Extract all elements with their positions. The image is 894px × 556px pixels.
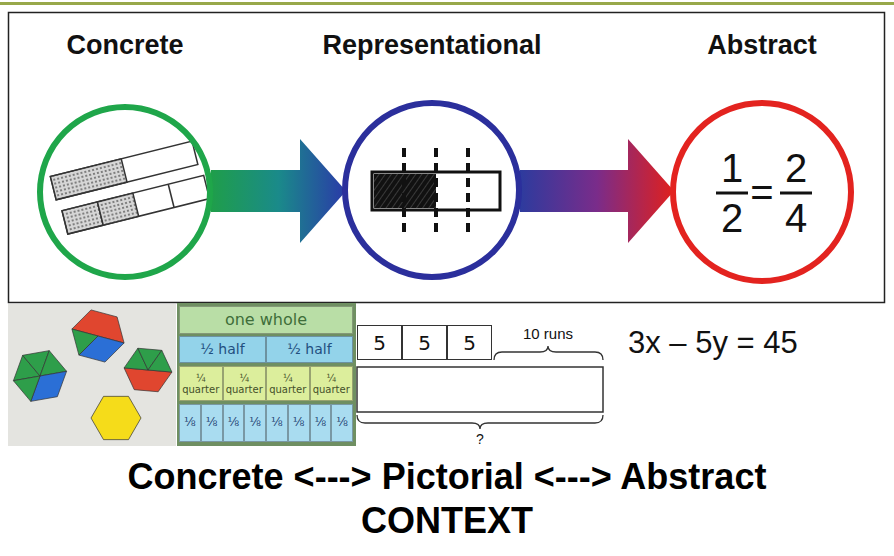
stage-heading: Representational <box>232 28 632 62</box>
strip-label: ⅛ <box>315 416 327 429</box>
half-strip: ½ half <box>179 336 266 363</box>
fraction-digit: 2 <box>776 146 816 190</box>
quarter-strip: ¼ quarter <box>266 366 310 401</box>
eighth-strip: ⅛ <box>288 404 310 442</box>
strip-label: one whole <box>225 311 307 329</box>
bar-value: 5 <box>418 332 431 354</box>
quarter-bar <box>62 175 209 234</box>
abstract-circle: Abstract12=24 <box>670 100 854 284</box>
bar-value: 5 <box>463 332 476 354</box>
strip-label: ⅛ <box>293 416 305 429</box>
block-arrow <box>211 139 346 243</box>
concrete-circle: Concrete <box>37 104 213 280</box>
equals-sign: = <box>742 170 782 214</box>
pattern-block <box>13 376 40 401</box>
fraction-digit: 4 <box>776 196 816 240</box>
divider <box>168 184 174 207</box>
photo-ground <box>177 303 356 446</box>
eighth-strip: ⅛ <box>331 404 353 442</box>
pattern-block <box>91 396 141 439</box>
strip-label: ⅛ <box>184 416 196 429</box>
dashed-divider <box>434 148 438 234</box>
eighth-strip: ⅛ <box>310 404 332 442</box>
half-strip: ½ half <box>266 336 353 363</box>
strip-label: ¼ quarter <box>181 373 221 395</box>
circle-outline <box>342 100 522 280</box>
dashed-divider <box>466 148 470 234</box>
circle-outline <box>673 103 851 281</box>
eighth-strip: ⅛ <box>201 404 223 442</box>
fraction-bar <box>780 192 812 195</box>
sketch <box>372 148 500 234</box>
dashed-divider <box>402 148 406 234</box>
top-rule <box>0 2 894 5</box>
whole-strip: one whole <box>179 306 353 334</box>
bar-value: 5 <box>373 332 386 354</box>
representational-circle: Representational <box>342 100 522 280</box>
fraction-bar <box>716 192 748 195</box>
strip-label: ½ half <box>287 342 331 357</box>
brace <box>494 346 603 360</box>
strip-label: ⅛ <box>336 416 348 429</box>
shaded-half <box>50 159 127 200</box>
eighth-strip: ⅛ <box>179 404 201 442</box>
strip-label: ⅛ <box>228 416 240 429</box>
brace <box>357 415 603 429</box>
block-arrow <box>520 139 674 243</box>
strip-label: ⅛ <box>206 416 218 429</box>
strip-label: ⅛ <box>271 416 283 429</box>
bar-unit-box: 5 <box>402 325 447 360</box>
strip-label: ¼ quarter <box>268 373 308 395</box>
quarter-strip: ¼ quarter <box>179 366 223 401</box>
sequence-caption: Concrete <---> Pictorial <---> Abstract <box>0 456 894 498</box>
bar-unit-box: 5 <box>447 325 492 360</box>
eighth-strip: ⅛ <box>223 404 245 442</box>
fraction-digit: 2 <box>712 196 752 240</box>
strip-label: ¼ quarter <box>312 373 352 395</box>
stage-heading: Abstract <box>562 28 894 62</box>
bar-label: 10 runs <box>500 324 596 344</box>
fraction-digit: 1 <box>712 146 752 190</box>
strip-label: ¼ quarter <box>225 373 265 395</box>
circle-outline <box>40 107 210 277</box>
equation: 3x – 5y = 45 <box>628 322 890 364</box>
quarter-strip: ¼ quarter <box>310 366 354 401</box>
shaded-quarter <box>62 202 103 234</box>
pattern-blocks <box>13 310 171 440</box>
eighth-strip: ⅛ <box>266 404 288 442</box>
context-caption: CONTEXT <box>0 500 894 542</box>
shaded-quarter <box>97 193 138 225</box>
stage-heading: Concrete <box>0 28 325 62</box>
sketch-bar <box>372 172 500 210</box>
fraction-bars <box>50 140 209 234</box>
circle-outline <box>345 103 519 277</box>
photo-ground <box>8 304 176 446</box>
bar-total-box <box>357 367 603 412</box>
pattern-block <box>148 350 172 372</box>
strip-label: ½ half <box>200 342 244 357</box>
strip-label: ⅛ <box>249 416 261 429</box>
unknown-mark: ? <box>470 431 490 447</box>
eighth-strip: ⅛ <box>244 404 266 442</box>
bar-unit-box: 5 <box>357 325 402 360</box>
circle-outline <box>37 104 213 280</box>
quarter-strip: ¼ quarter <box>223 366 267 401</box>
pattern-block <box>72 329 98 355</box>
